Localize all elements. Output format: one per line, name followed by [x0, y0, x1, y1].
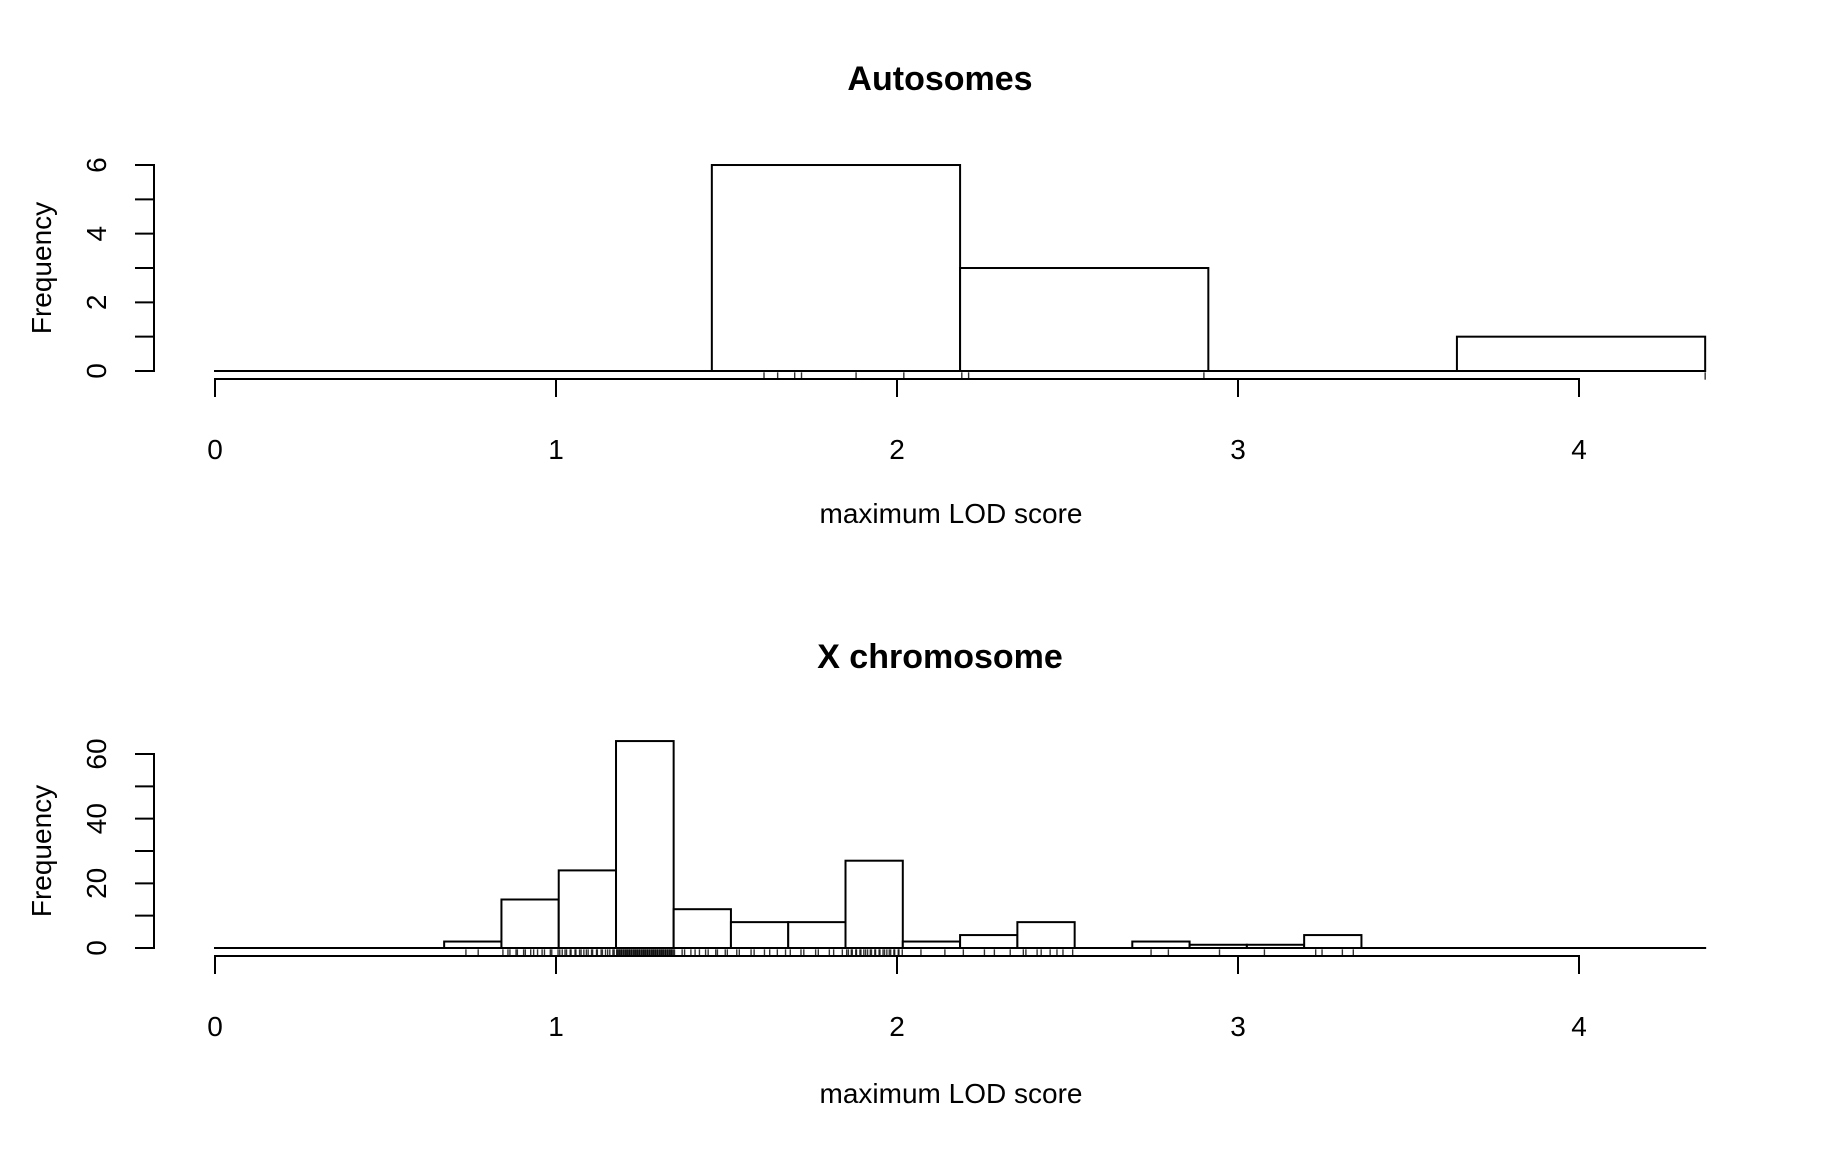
- histogram-bar: [1303, 934, 1363, 949]
- histogram-bar: [557, 869, 618, 950]
- x-tick-label: 2: [889, 1011, 905, 1042]
- y-tick-label: 6: [81, 157, 112, 173]
- histogram-bar: [615, 740, 675, 949]
- x-axis-label-autosomes: maximum LOD score: [819, 498, 1083, 529]
- histogram-bar: [1131, 940, 1191, 949]
- y-tick-label: 4: [81, 226, 112, 242]
- x-tick-label: 1: [548, 434, 564, 465]
- x-tick-label: 3: [1230, 1011, 1246, 1042]
- x-tick-label: 0: [207, 1011, 223, 1042]
- x-tick-label: 4: [1571, 1011, 1587, 1042]
- histogram-bar: [959, 934, 1019, 949]
- histogram-bar: [729, 921, 790, 950]
- y-axis-label-autosomes: Frequency: [26, 201, 57, 335]
- x-tick-label: 0: [207, 434, 223, 465]
- histogram-bar: [1188, 943, 1248, 950]
- y-tick-label: 2: [81, 295, 112, 311]
- y-tick-label: 0: [81, 363, 112, 379]
- histogram-bar: [500, 898, 560, 949]
- y-axis-label-x-chromosome: Frequency: [26, 784, 57, 918]
- y-tick-label: 60: [81, 738, 112, 769]
- histogram-bar: [443, 940, 503, 949]
- chart-title-x-chromosome: X chromosome: [817, 638, 1063, 676]
- histogram-bar: [959, 267, 1210, 373]
- x-tick-label: 3: [1230, 434, 1246, 465]
- x-axis-label-x-chromosome: maximum LOD score: [819, 1078, 1083, 1109]
- x-tick-label: 2: [889, 434, 905, 465]
- y-tick-label: 0: [81, 940, 112, 956]
- chart-title-autosomes: Autosomes: [847, 60, 1033, 98]
- histogram-bar: [1245, 943, 1306, 950]
- histogram-bar: [672, 908, 732, 949]
- x-tick-label: 4: [1571, 434, 1587, 465]
- y-tick-label: 40: [81, 803, 112, 834]
- histogram-bar: [901, 940, 962, 949]
- histogram-bar: [844, 859, 904, 950]
- histogram-bar: [710, 164, 962, 372]
- x-tick-label: 1: [548, 1011, 564, 1042]
- histogram-bar: [1016, 921, 1076, 950]
- histogram-bar: [787, 921, 847, 950]
- y-tick-label: 20: [81, 868, 112, 899]
- histogram-bar: [1455, 335, 1707, 373]
